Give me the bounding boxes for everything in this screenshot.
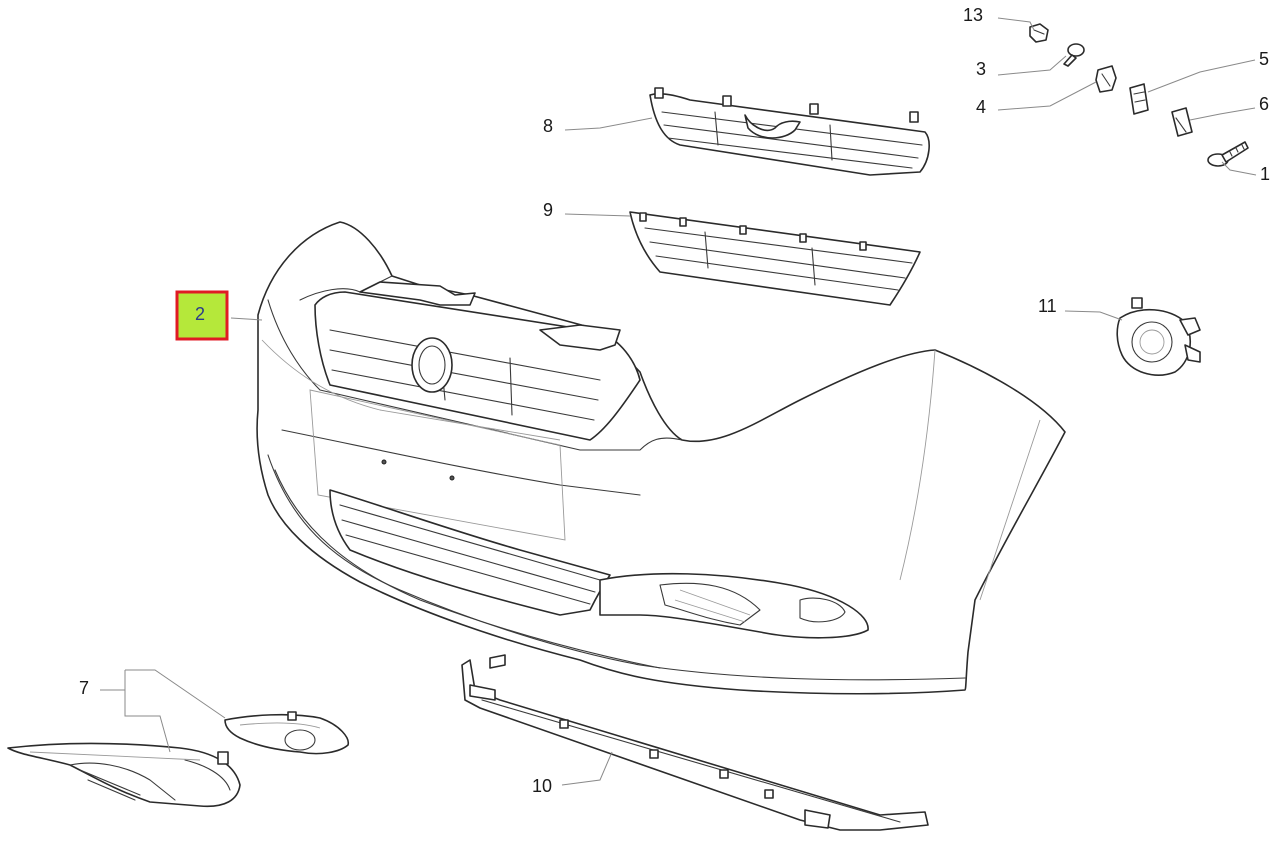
clip-6-part[interactable] xyxy=(1171,107,1193,137)
callout-5[interactable]: 5 xyxy=(1259,49,1269,69)
callout-9[interactable]: 9 xyxy=(543,200,553,220)
fastener-13-part[interactable] xyxy=(1029,23,1049,43)
callout-13[interactable]: 13 xyxy=(963,5,983,25)
callout-2[interactable]: 2 xyxy=(195,304,205,324)
callout-6[interactable]: 6 xyxy=(1259,94,1269,114)
clip-5-part[interactable] xyxy=(1129,83,1149,115)
bumper-upper-grille xyxy=(314,281,641,441)
selected-callout-box xyxy=(175,290,229,341)
callout-1[interactable]: 1 xyxy=(1260,164,1270,184)
screw-1-part[interactable] xyxy=(1207,141,1249,167)
fog-lamp-trim-part[interactable] xyxy=(7,711,349,808)
leader-lines xyxy=(100,17,1257,786)
callout-3[interactable]: 3 xyxy=(976,59,986,79)
callout-4[interactable]: 4 xyxy=(976,97,986,117)
bumper-bracket-strip-part[interactable] xyxy=(461,654,929,831)
callout-7[interactable]: 7 xyxy=(79,678,89,698)
callout-labels: 13 3 4 5 6 1 8 9 11 7 10 xyxy=(79,5,1270,796)
fog-lamp-part[interactable] xyxy=(1116,297,1201,376)
callout-10[interactable]: 10 xyxy=(532,776,552,796)
selected-callout-2[interactable]: 2 xyxy=(175,290,229,341)
callout-8[interactable]: 8 xyxy=(543,116,553,136)
upper-grille-part[interactable] xyxy=(649,87,930,176)
callout-11[interactable]: 11 xyxy=(1038,296,1057,316)
clip-4-part[interactable] xyxy=(1095,65,1117,93)
screw-3-part[interactable] xyxy=(1063,43,1085,67)
lower-grille-part[interactable] xyxy=(629,211,921,306)
